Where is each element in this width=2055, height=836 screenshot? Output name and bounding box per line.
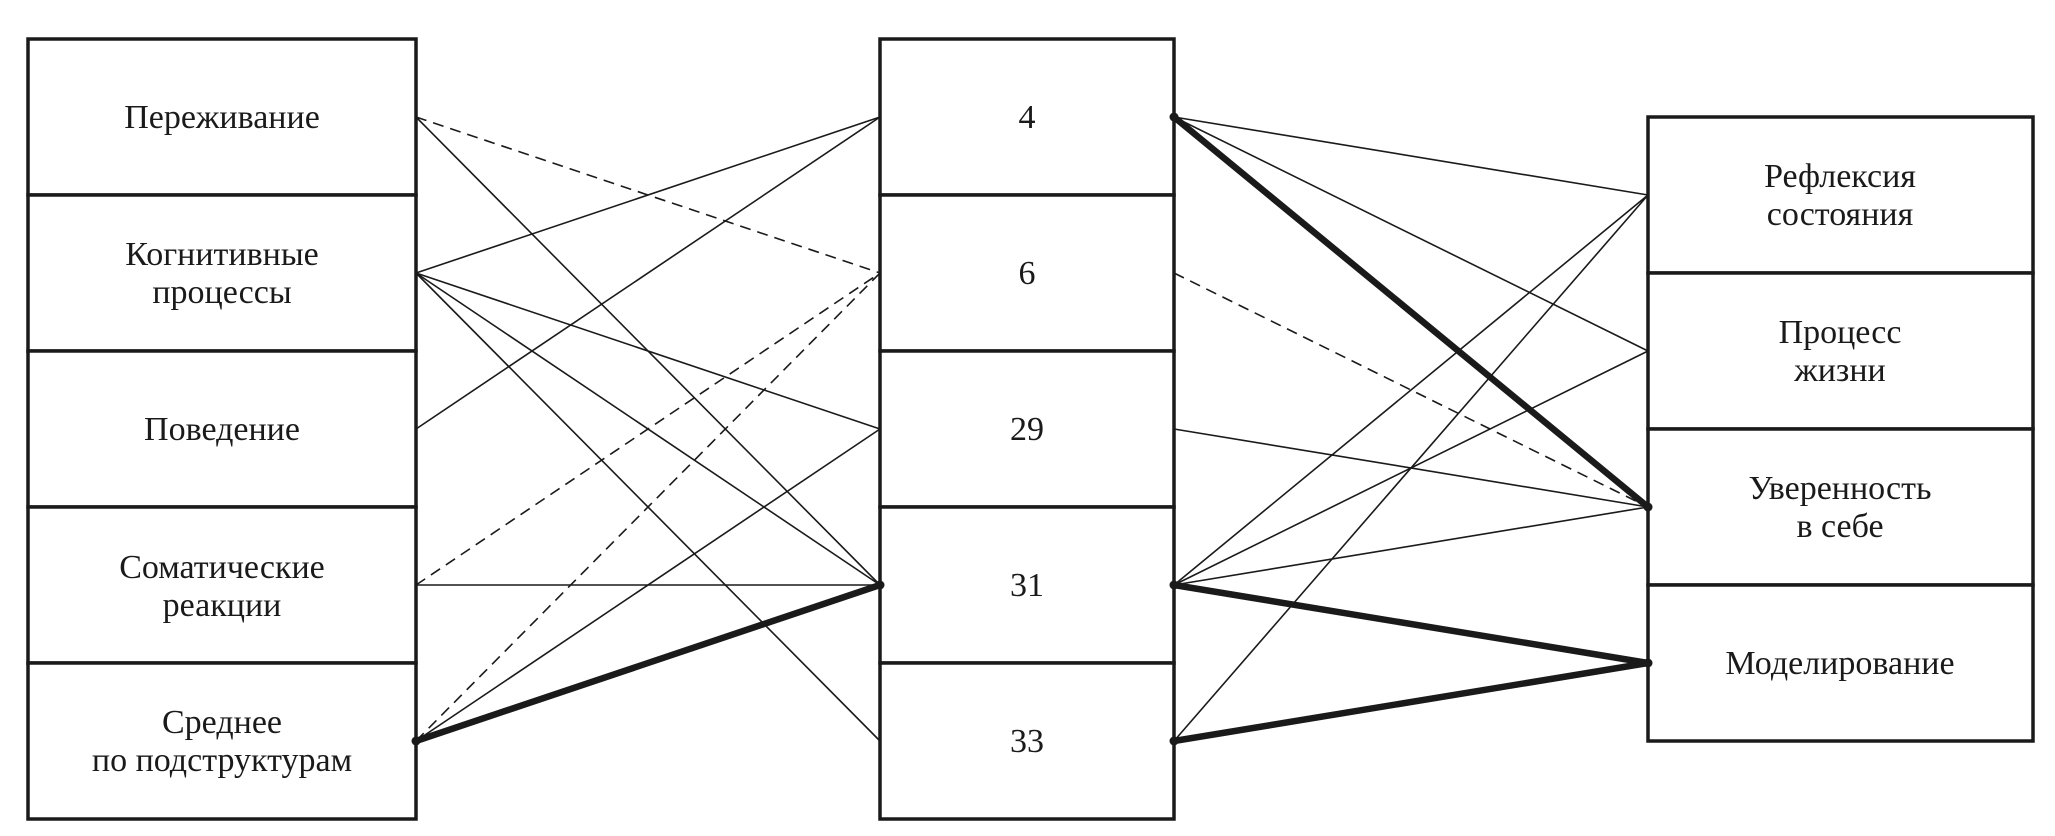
edge-m6-r3 xyxy=(1173,272,1649,508)
left-box-average-substructures-label-line1: Среднее xyxy=(162,704,282,741)
left-box-perezhivanie: Переживание xyxy=(26,37,418,197)
edge-l5-m6 xyxy=(415,272,881,742)
middle-box-29: 29 xyxy=(878,349,1176,509)
left-box-cognitive-processes-label-line2: процессы xyxy=(152,274,292,311)
left-box-cognitive-processes-label-line1: Когнитивные xyxy=(125,236,319,273)
middle-box-31-label: 31 xyxy=(1010,567,1044,604)
connection-lines xyxy=(414,114,1651,745)
edge-m33-r4 xyxy=(1173,659,1649,745)
right-box-reflection-state-label-line1: Рефлексия xyxy=(1764,158,1916,195)
middle-box-33: 33 xyxy=(878,661,1176,821)
edge-m31-r4 xyxy=(1173,581,1649,667)
left-box-behavior-label: Поведение xyxy=(144,411,300,448)
middle-box-4: 4 xyxy=(878,37,1176,197)
edge-m31-r3 xyxy=(1173,506,1649,586)
middle-box-31: 31 xyxy=(878,505,1176,665)
right-box-self-confidence: Уверенность в себе xyxy=(1646,427,2035,587)
left-box-average-substructures: Среднее по подструктурам xyxy=(26,661,418,821)
edge-l3-m4 xyxy=(415,116,881,430)
left-box-average-substructures-label-line2: по подструктурам xyxy=(92,742,352,779)
left-box-cognitive-processes: Когнитивные процессы xyxy=(26,193,418,353)
edge-m33-r1 xyxy=(1173,194,1649,742)
edge-l2-m29 xyxy=(415,272,881,430)
middle-box-6: 6 xyxy=(878,193,1176,353)
edge-endpoint-dot xyxy=(1169,736,1179,746)
middle-box-29-label: 29 xyxy=(1010,411,1044,448)
edge-endpoint-dot xyxy=(875,580,885,590)
edge-endpoint-dot xyxy=(1643,658,1653,668)
right-box-life-process-label-line2: жизни xyxy=(1793,352,1886,389)
right-box-reflection-state: Рефлексия состояния xyxy=(1646,115,2035,275)
left-column: Переживание Когнитивные процессы Поведен… xyxy=(26,37,418,821)
left-box-somatic-reactions: Соматические реакции xyxy=(26,505,418,665)
edge-m4-r1 xyxy=(1173,116,1649,196)
left-box-perezhivanie-label: Переживание xyxy=(124,99,320,136)
right-box-self-confidence-label-line2: в себе xyxy=(1796,508,1883,545)
middle-box-33-label: 33 xyxy=(1010,723,1044,760)
middle-column: 4 6 29 31 33 xyxy=(878,37,1176,821)
middle-box-6-label: 6 xyxy=(1019,255,1036,292)
connection-endpoints xyxy=(411,112,1653,746)
right-column: Рефлексия состояния Процесс жизни Уверен… xyxy=(1646,115,2035,743)
edge-l5-m29 xyxy=(415,428,881,742)
edge-endpoint-dot xyxy=(1169,112,1179,122)
edge-endpoint-dot xyxy=(1643,502,1653,512)
left-box-somatic-reactions-label-line2: реакции xyxy=(163,587,282,624)
right-box-life-process-label-line1: Процесс xyxy=(1779,314,1902,351)
left-box-somatic-reactions-label-line1: Соматические xyxy=(119,549,325,586)
right-box-life-process: Процесс жизни xyxy=(1646,271,2035,431)
edge-l4-m6 xyxy=(415,272,881,586)
edge-endpoint-dot xyxy=(411,736,421,746)
edge-l2-m4 xyxy=(415,116,881,274)
edge-l5-m31 xyxy=(414,581,882,745)
edge-endpoint-dot xyxy=(1169,580,1179,590)
edge-m4-r2 xyxy=(1173,116,1649,352)
right-box-reflection-state-label-line2: состояния xyxy=(1767,196,1914,233)
right-box-modeling-label: Моделирование xyxy=(1725,645,1954,682)
right-box-modeling: Моделирование xyxy=(1646,583,2035,743)
edge-m31-r1 xyxy=(1173,194,1649,586)
edge-m4-r3 xyxy=(1171,114,1651,510)
right-box-self-confidence-label-line1: Уверенность xyxy=(1749,470,1932,507)
middle-box-4-label: 4 xyxy=(1019,99,1036,136)
left-box-behavior: Поведение xyxy=(26,349,418,509)
